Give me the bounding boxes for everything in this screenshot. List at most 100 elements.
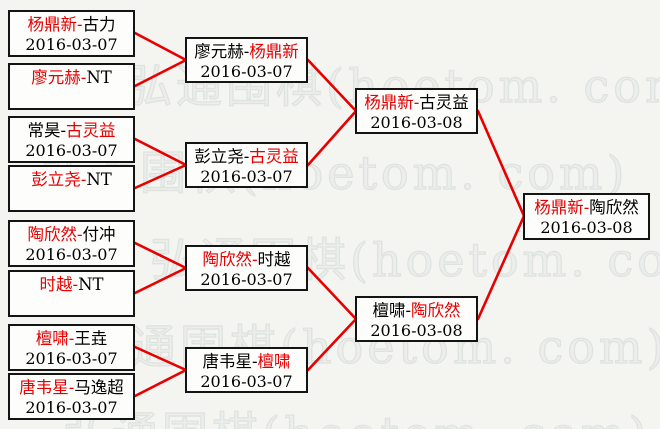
match-players: 常昊-古灵益 (10, 120, 133, 141)
match-players: 彭立尧-NT (10, 169, 133, 190)
player-name: 廖元赫 (194, 42, 244, 61)
player-name: 檀啸 (35, 329, 69, 348)
connector-line (133, 137, 188, 167)
match-players: 杨鼎新-古力 (10, 14, 133, 35)
match-box-round-1-6: 时越-NT (8, 270, 135, 317)
match-date: 2016-03-08 (540, 218, 633, 237)
player-name: 古力 (82, 15, 116, 34)
player-name: 付冲 (82, 225, 116, 244)
connector-line (306, 109, 358, 167)
connector-line (476, 109, 526, 218)
match-players: 杨鼎新-古灵益 (357, 92, 476, 113)
name-separator: - (76, 15, 83, 34)
player-name: 陶欣然 (411, 301, 461, 320)
name-separator: - (243, 42, 250, 61)
match-date: 2016-03-07 (25, 141, 118, 160)
player-name: 时越 (257, 250, 291, 269)
match-players: 杨鼎新-陶欣然 (525, 197, 648, 218)
player-name: 唐韦星 (19, 378, 69, 397)
match-box-round-1-4: 彭立尧-NT (8, 165, 135, 212)
match-players: 陶欣然-付冲 (10, 224, 133, 245)
name-separator: - (72, 275, 79, 294)
match-date: 2016-03-07 (25, 35, 118, 54)
player-name: 古灵益 (249, 147, 299, 166)
match-players: 陶欣然-时越 (187, 249, 306, 270)
player-name: NT (86, 170, 112, 189)
name-separator: - (251, 250, 258, 269)
match-players: 檀啸-王垚 (10, 328, 133, 349)
name-separator: - (76, 225, 83, 244)
player-name: NT (78, 275, 104, 294)
match-players: 时越-NT (10, 274, 133, 295)
match-date: 2016-03-07 (200, 270, 293, 289)
name-separator: - (243, 147, 250, 166)
player-name: 檀啸 (257, 352, 291, 371)
connector-line (133, 241, 188, 270)
player-name: 时越 (39, 275, 73, 294)
match-date: 2016-03-07 (200, 167, 293, 186)
player-name: 陶欣然 (589, 198, 639, 217)
match-date: 2016-03-08 (370, 113, 463, 132)
match-players: 唐韦星-马逸超 (10, 377, 133, 398)
player-name: NT (86, 68, 112, 87)
connector-line (306, 266, 358, 321)
name-separator: - (413, 93, 420, 112)
name-separator: - (80, 170, 87, 189)
name-separator: - (251, 352, 258, 371)
connector-line (133, 266, 188, 295)
match-date: 2016-03-07 (25, 245, 118, 264)
player-name: 王垚 (74, 329, 108, 348)
name-separator: - (405, 301, 412, 320)
connector-line (476, 214, 526, 321)
match-date: 2016-03-08 (370, 321, 463, 340)
connector-line (306, 317, 358, 372)
match-date: 2016-03-07 (200, 62, 293, 81)
name-separator: - (80, 68, 87, 87)
match-players: 唐韦星-檀啸 (187, 351, 306, 372)
connector-line (133, 345, 188, 372)
player-name: 杨鼎新 (27, 15, 77, 34)
match-players: 彭立尧-古灵益 (187, 146, 306, 167)
player-name: 古灵益 (66, 121, 116, 140)
match-date: 2016-03-07 (200, 372, 293, 391)
name-separator: - (60, 121, 67, 140)
player-name: 彭立尧 (194, 147, 244, 166)
player-name: 陶欣然 (202, 250, 252, 269)
connector-line (133, 163, 188, 190)
match-players: 檀啸-陶欣然 (357, 300, 476, 321)
player-name: 杨鼎新 (364, 93, 414, 112)
player-name: 廖元赫 (31, 68, 81, 87)
player-name: 杨鼎新 (249, 42, 299, 61)
connector-line (133, 31, 188, 62)
name-separator: - (68, 378, 75, 397)
match-date: 2016-03-07 (25, 398, 118, 417)
match-players: 廖元赫-杨鼎新 (187, 41, 306, 62)
connector-line (306, 58, 358, 113)
match-box-round-1-2: 廖元赫-NT (8, 63, 135, 110)
player-name: 檀啸 (372, 301, 406, 320)
connector-line (133, 58, 188, 88)
player-name: 马逸超 (74, 378, 124, 397)
player-name: 古灵益 (419, 93, 469, 112)
match-date: 2016-03-07 (25, 349, 118, 368)
connector-line (133, 368, 188, 398)
player-name: 陶欣然 (27, 225, 77, 244)
player-name: 唐韦星 (202, 352, 252, 371)
player-name: 杨鼎新 (534, 198, 584, 217)
name-separator: - (583, 198, 590, 217)
match-players: 廖元赫-NT (10, 67, 133, 88)
player-name: 彭立尧 (31, 170, 81, 189)
